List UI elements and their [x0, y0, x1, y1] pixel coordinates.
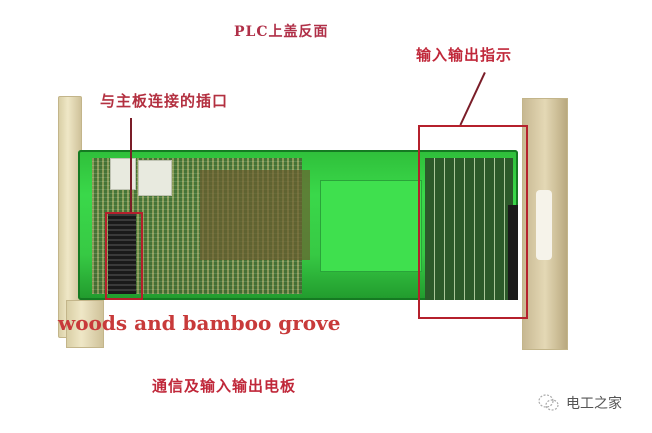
heatsink-left: [110, 158, 136, 190]
io-indicator-label: 输入输出指示: [416, 46, 513, 64]
overlay-caption: woods and bamboo grove: [58, 311, 341, 335]
top-cover-label: PLC上盖反面: [234, 24, 329, 40]
left-bracket-foot: [66, 300, 104, 348]
mainboard-connector-highlight: [105, 212, 143, 300]
watermark: 电工之家: [538, 393, 622, 413]
io-connector: [508, 205, 518, 300]
io-indicator-traces: [425, 158, 513, 300]
leader-line-io: [459, 72, 486, 126]
board-caption: 通信及输入输出电板: [152, 377, 297, 395]
wechat-icon: [538, 394, 560, 412]
pcb-bright-region: [320, 180, 422, 272]
leader-line-connector: [130, 118, 132, 212]
io-indicator-highlight: [418, 125, 528, 319]
heatsink-right: [138, 160, 172, 196]
pcb-chip-cluster: [200, 170, 310, 260]
right-bracket-window: [536, 190, 552, 260]
mainboard-connector: [108, 214, 136, 294]
mainboard-connector-label: 与主板连接的插口: [100, 92, 229, 110]
watermark-text: 电工之家: [566, 396, 622, 412]
